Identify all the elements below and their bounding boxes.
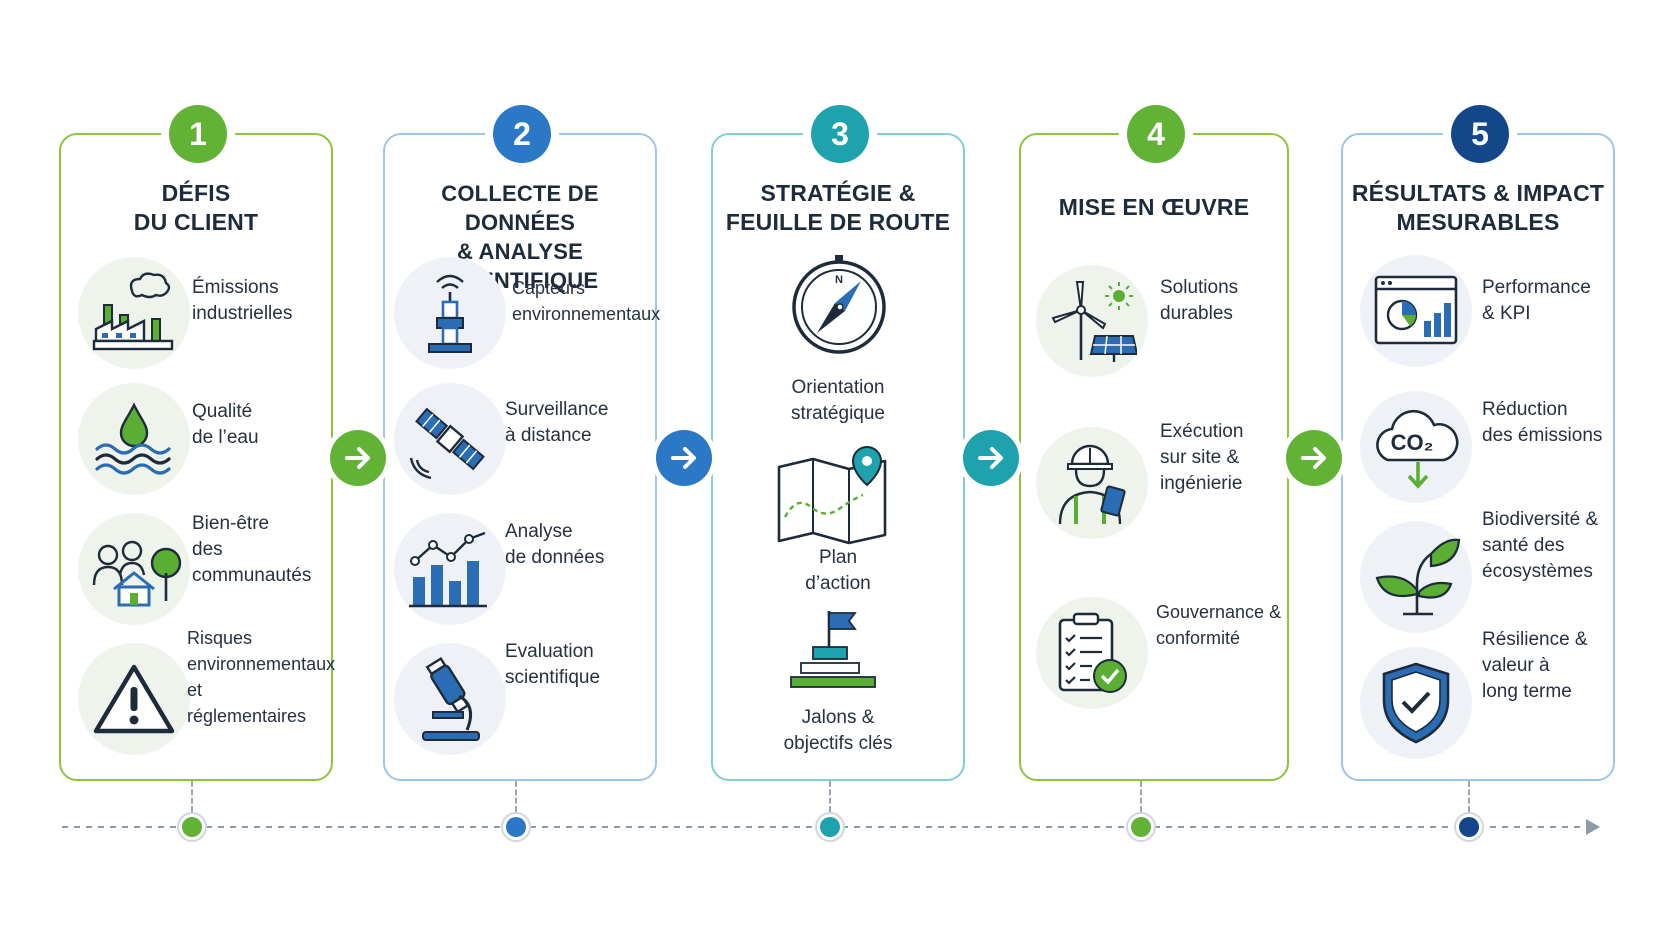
step-card-4: 4 MISE EN ŒUVRE bbox=[1019, 105, 1289, 781]
engineer-icon bbox=[1036, 427, 1148, 539]
step-title: MISE EN ŒUVRE bbox=[1058, 194, 1250, 220]
step-number-badge: 4 bbox=[1127, 105, 1185, 163]
step-number-badge: 2 bbox=[493, 105, 551, 163]
water-drop-icon bbox=[78, 383, 190, 495]
svg-text:CO₂: CO₂ bbox=[1391, 430, 1434, 455]
map-icon bbox=[775, 445, 891, 545]
step-number-badge: 5 bbox=[1451, 105, 1509, 163]
arrow-right-icon bbox=[963, 430, 1019, 486]
step-title: RÉSULTATS & IMPACT MESURABLES bbox=[1351, 180, 1605, 235]
timeline-dot-3 bbox=[815, 812, 845, 842]
timeline-dot-1 bbox=[177, 812, 207, 842]
timeline-dot-4 bbox=[1126, 812, 1156, 842]
timeline-connector bbox=[515, 781, 517, 812]
timeline-dot-5 bbox=[1454, 812, 1484, 842]
item-label: Jalons &objectifs clés bbox=[783, 707, 893, 754]
timeline-dot-2 bbox=[501, 812, 531, 842]
analytics-chart-icon bbox=[394, 513, 506, 625]
step-card-5: 5 RÉSULTATS & IMPACT MESURABLES Performa… bbox=[1341, 105, 1615, 781]
item-label: Performance& KPI bbox=[1482, 277, 1591, 324]
arrow-right-icon bbox=[656, 430, 712, 486]
svg-text:N: N bbox=[835, 274, 843, 286]
step-number-badge: 3 bbox=[811, 105, 869, 163]
checklist-icon bbox=[1036, 597, 1148, 709]
step-number-badge: 1 bbox=[169, 105, 227, 163]
community-icon bbox=[78, 513, 190, 625]
warning-icon bbox=[78, 643, 190, 755]
satellite-icon bbox=[394, 383, 506, 495]
timeline-connector bbox=[829, 781, 831, 812]
sensor-icon bbox=[394, 257, 506, 369]
shield-check-icon bbox=[1360, 647, 1472, 759]
timeline-connector bbox=[1468, 781, 1470, 812]
item-label: Gouvernance &conformité bbox=[1156, 602, 1282, 648]
dashboard-icon bbox=[1360, 255, 1472, 367]
microscope-icon bbox=[394, 643, 506, 755]
arrow-right-icon bbox=[1286, 430, 1342, 486]
milestone-flag-icon bbox=[783, 607, 887, 697]
compass-icon: N bbox=[789, 255, 889, 355]
step-card-2: 2 COLLECTE DE DONNÉES & ANALYSE SCIENTIF… bbox=[383, 105, 661, 781]
factory-icon bbox=[78, 257, 190, 369]
arrow-right-icon bbox=[330, 430, 386, 486]
leaf-plant-icon bbox=[1360, 521, 1472, 633]
timeline-connector bbox=[1140, 781, 1142, 812]
co2-cloud-icon: CO₂ bbox=[1360, 391, 1472, 503]
step-title: DÉFIS DU CLIENT bbox=[133, 180, 259, 235]
step-title: STRATÉGIE & FEUILLE DE ROUTE bbox=[725, 180, 951, 235]
renewable-energy-icon bbox=[1036, 265, 1148, 377]
timeline-connector bbox=[191, 781, 193, 812]
step-card-3: 3 STRATÉGIE & FEUILLE DE ROUTE N Orienta… bbox=[711, 105, 965, 781]
